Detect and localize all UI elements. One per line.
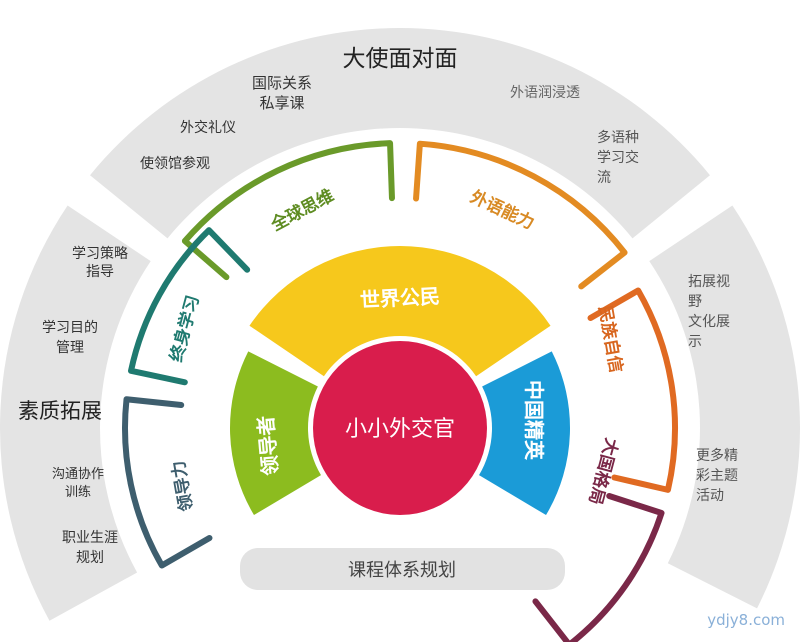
outer-left-title: 素质拓展: [18, 399, 102, 423]
outer-top-item: 外交礼仪: [180, 119, 236, 136]
arc-label-global-thinking: 全球思维: [267, 185, 338, 236]
segment-leader: [229, 351, 321, 516]
watermark: ydjy8.com: [707, 611, 785, 629]
outer-left-item: 学习目的: [42, 320, 98, 336]
arc-global-thinking: [181, 140, 395, 281]
segment-world-citizen: [249, 246, 551, 377]
outer-top-item: 国际关系: [252, 74, 312, 92]
bottom-bar: [240, 548, 565, 590]
segment-china-elite: [479, 351, 570, 516]
outer-left-item: 管理: [56, 340, 84, 356]
arc-leadership: [122, 396, 213, 569]
outer-top-item: 外语润浸透: [510, 85, 580, 101]
outer-band-top: [90, 27, 710, 239]
segment-label-left: 领导者: [253, 415, 282, 477]
outer-left-item: 规划: [76, 550, 104, 566]
segment-label-right: 中国精英: [522, 380, 546, 461]
center-label: 小小外交官: [345, 417, 455, 442]
outer-right-item: 文化展: [688, 314, 730, 330]
outer-right-item: 野: [688, 294, 702, 310]
outer-left-item: 职业生涯: [62, 530, 118, 546]
arc-lifelong-learning: [128, 227, 251, 386]
outer-left-item: 指导: [86, 264, 114, 280]
outer-left-item: 训练: [65, 485, 91, 500]
outer-right-item: 活动: [696, 488, 724, 504]
outer-right-item: 更多精: [696, 447, 738, 464]
arc-label-lifelong-learning: 终身学习: [166, 293, 204, 364]
outer-top-title: 大使面对面: [343, 46, 458, 72]
outer-band-left: [0, 205, 151, 621]
arc-label-national-confidence: 民族自信: [594, 304, 626, 375]
bottom-bar-label: 课程体系规划: [348, 560, 456, 581]
outer-left-item: 学习策略: [72, 245, 128, 262]
arc-national-confidence: [587, 287, 678, 493]
arc-language-ability: [413, 140, 628, 290]
arc-label-language-ability: 外语能力: [467, 186, 538, 234]
outer-right-item: 彩主题: [696, 468, 738, 484]
outer-right-item: 示: [688, 334, 702, 350]
segment-label-top: 世界公民: [359, 284, 440, 312]
outer-right-item: 拓展视: [688, 274, 730, 290]
outer-top-item: 私享课: [259, 94, 304, 112]
outer-top-item: 流: [597, 170, 611, 186]
arc-label-leadership: 领导力: [168, 459, 198, 513]
outer-band-right: [649, 205, 800, 609]
arc-great-power: [532, 492, 665, 642]
outer-left-item: 沟通协作: [52, 467, 104, 482]
outer-top-item: 使领馆参观: [140, 155, 210, 172]
outer-top-item: 学习交: [597, 149, 639, 166]
outer-top-item: 多语种: [597, 129, 639, 146]
center-circle: [313, 341, 487, 515]
